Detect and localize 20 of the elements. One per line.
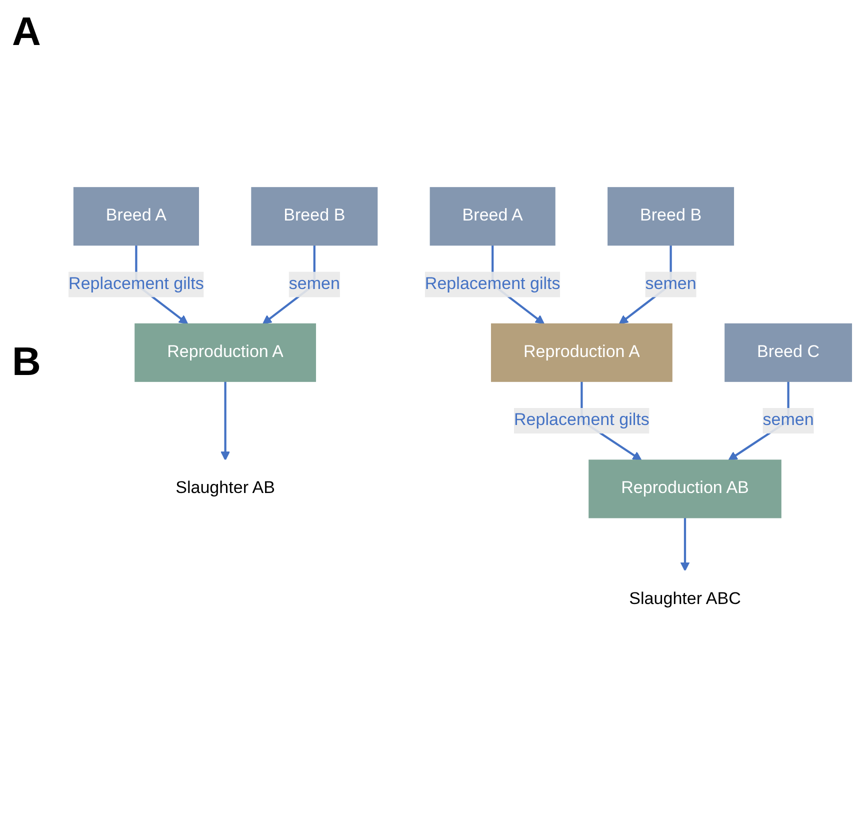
node-box: Breed A <box>430 187 556 246</box>
node-box: Reproduction AB <box>588 460 782 518</box>
node-text: Slaughter ABC <box>629 590 741 608</box>
edge-label: Replacement gilts <box>424 274 560 294</box>
edge-label: semen <box>645 274 696 294</box>
node-box: Breed B <box>608 187 734 246</box>
edge-label: Replacement gilts <box>68 274 204 294</box>
arrow <box>680 518 690 572</box>
edge-label: Replacement gilts <box>514 411 650 430</box>
edge-label: semen <box>762 411 814 430</box>
node-text: Slaughter AB <box>176 479 276 498</box>
node-box: Reproduction A <box>134 323 316 382</box>
panel-letter: B <box>12 340 41 385</box>
node-box: Breed B <box>251 187 378 246</box>
panel-letter: A <box>12 10 41 55</box>
arrow <box>220 381 230 461</box>
edge-label: semen <box>288 274 340 294</box>
node-box: Breed A <box>73 187 199 246</box>
node-box: Breed C <box>724 323 852 382</box>
node-box: Reproduction A <box>490 323 672 382</box>
